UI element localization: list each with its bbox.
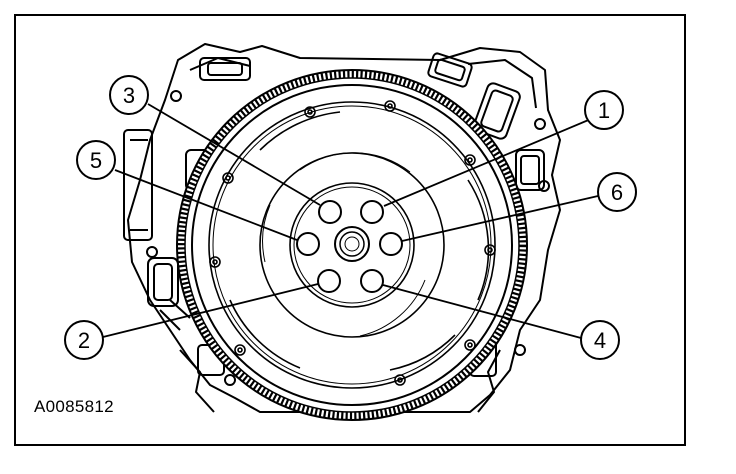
- bolt-3-head: [318, 200, 342, 224]
- bolt-5-head: [296, 232, 320, 256]
- callouts: 1 2 3 4 5 6: [64, 75, 637, 360]
- leader-lines: [102, 103, 599, 339]
- leader-5: [114, 169, 298, 241]
- callout-4-label: 4: [594, 328, 606, 353]
- callout-2: 2: [64, 320, 104, 360]
- leader-6: [401, 195, 599, 242]
- flywheel-bolts: [296, 200, 403, 293]
- callout-5: 5: [76, 140, 116, 180]
- callout-3: 3: [109, 75, 149, 115]
- flywheel-hub: [334, 226, 370, 262]
- callout-1: 1: [584, 90, 624, 130]
- callout-6: 6: [597, 172, 637, 212]
- leader-1: [383, 115, 599, 207]
- bolt-2-head: [317, 269, 341, 293]
- flywheel-face: [208, 100, 496, 389]
- leader-3: [147, 103, 321, 206]
- bolt-6-head: [379, 232, 403, 256]
- figure-id: A0085812: [34, 397, 114, 416]
- callout-4: 4: [580, 320, 620, 360]
- bolt-4-head: [360, 269, 384, 293]
- leader-2: [102, 283, 319, 338]
- callout-6-label: 6: [611, 180, 623, 205]
- callout-2-label: 2: [78, 328, 90, 353]
- bolt-1-head: [360, 200, 384, 224]
- callout-5-label: 5: [90, 148, 102, 173]
- callout-3-label: 3: [123, 83, 135, 108]
- leader-4: [382, 284, 582, 339]
- callout-1-label: 1: [598, 98, 610, 123]
